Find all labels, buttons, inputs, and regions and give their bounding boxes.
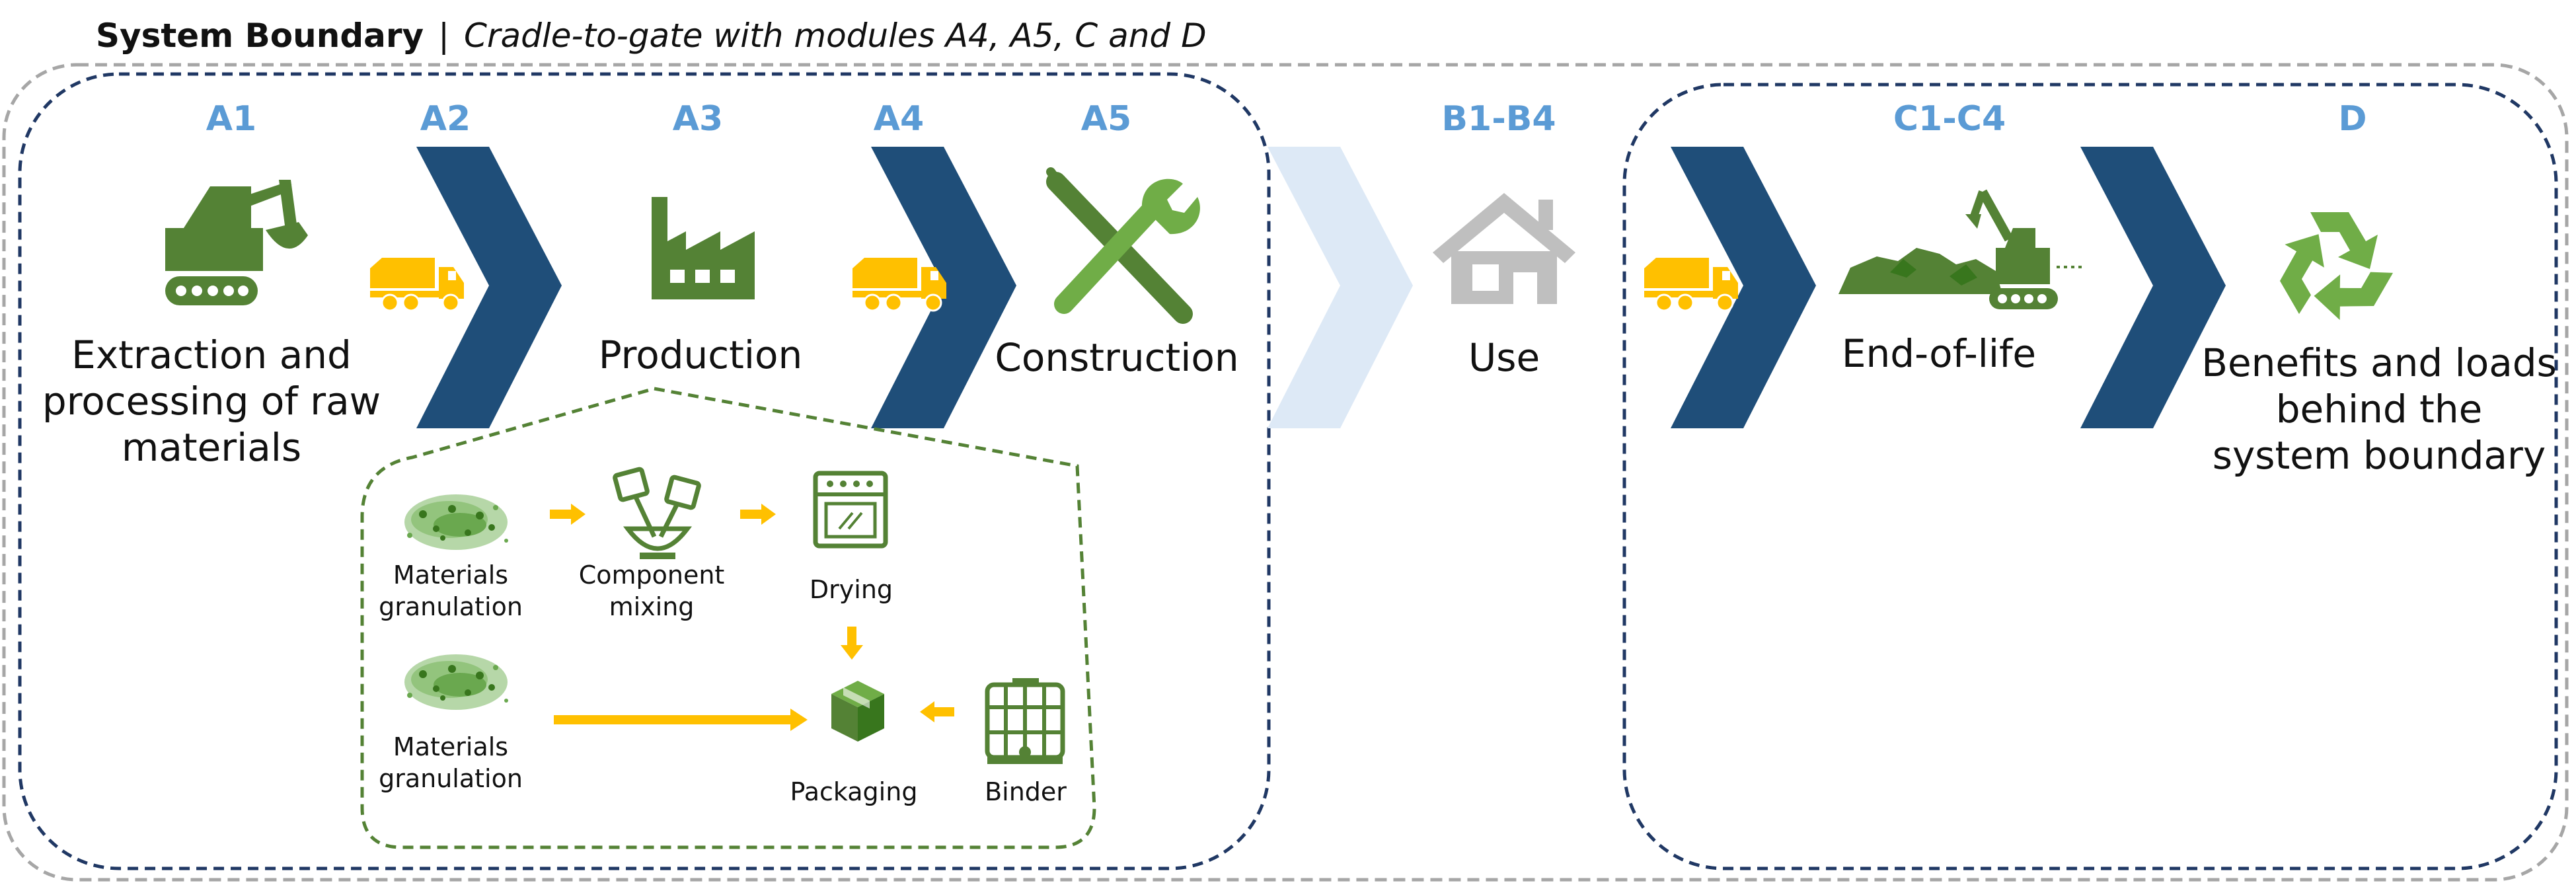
step-label-drying: Drying [809,575,893,604]
box-icon [831,681,884,742]
title-separator: | [438,17,449,55]
diagram-title: System Boundary | Cradle-to-gate with mo… [96,9,1207,62]
module-code-c1-c4: C1-C4 [1893,99,2006,139]
module-code-a4: A4 [873,99,925,139]
excavator-icon [165,180,308,305]
module-code-a2: A2 [420,99,471,139]
recycle-icon [2279,212,2394,321]
step-label-binder: Binder [985,777,1067,806]
stage-label-a1: Extraction and processing of raw materia… [42,332,381,470]
module-code-a1: A1 [206,99,257,139]
step-label-mixing: Component mixing [578,560,725,621]
stage-label-a5: Construction [995,335,1239,380]
stage-label-b1-b4: Use [1468,335,1540,380]
dump-truck-icon [851,256,948,312]
factory-icon [652,197,755,299]
dump-truck-icon [1643,256,1739,312]
product-stage-boundary [18,72,1271,870]
flow-arrow [920,701,954,722]
outer-system-boundary [2,63,2569,882]
end-of-life-boundary [1622,83,2558,870]
dump-truck-icon [369,256,465,312]
demolition-excavator-icon [1838,189,2082,309]
granules-icon [404,654,508,710]
module-code-a3: A3 [672,99,724,139]
tools-icon [1046,167,1200,324]
module-code-a5: A5 [1080,99,1132,139]
flow-arrow [554,709,808,731]
module-code-b1-b4: B1-B4 [1441,99,1556,139]
step-label-packaging: Packaging [790,777,918,806]
step-label-granulation-1: Materials granulation [379,560,523,621]
flow-arrow [841,627,863,660]
ibc-tank-icon [985,678,1065,764]
flow-arrow [740,504,776,525]
chevron-d [2080,147,2226,428]
oven-icon [813,471,888,549]
chevron-c [1671,147,1816,428]
chevron-a2 [416,147,562,428]
title-subtitle: Cradle-to-gate with modules A4, A5, C an… [463,17,1207,55]
stage-label-d: Benefits and loads behind the system bou… [2201,340,2557,478]
mixing-bowl-icon [613,467,701,559]
production-detail-boundary [360,387,1096,849]
house-icon [1433,193,1575,304]
stage-label-a3: Production [598,332,803,377]
stage-label-c1-c4: End-of-life [1841,331,2037,376]
flow-arrow [550,504,586,525]
title-label: System Boundary [96,17,424,55]
module-code-d: D [2338,99,2367,139]
granules-icon [404,494,508,550]
step-label-granulation-2: Materials granulation [379,732,523,793]
chevron-b [1268,147,1413,428]
